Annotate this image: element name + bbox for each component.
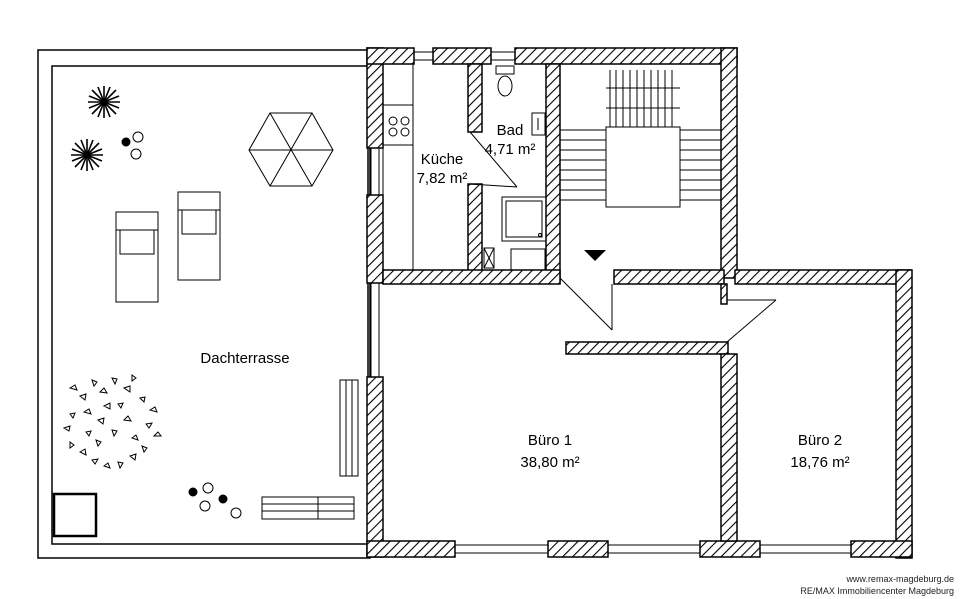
- windows: [370, 51, 851, 554]
- room-bad: Bad 4,71 m²: [472, 121, 548, 159]
- room-name: Dachterrasse: [200, 350, 290, 367]
- doors: [469, 131, 777, 343]
- footer-url: www.remax-magdeburg.de: [846, 574, 954, 584]
- room-buero1: Büro 1 38,80 m²: [500, 431, 600, 472]
- toilet-icon: [495, 65, 515, 97]
- bench-icon: [261, 379, 359, 520]
- terrace-outline: [37, 49, 371, 559]
- room-kueche: Küche 7,82 m²: [402, 150, 482, 188]
- staircase-icon: [559, 70, 722, 208]
- room-area: 38,80 m²: [520, 454, 580, 471]
- planter-pots: [121, 131, 242, 519]
- room-name: Büro 1: [527, 432, 573, 449]
- sink-icon: [531, 112, 546, 136]
- walls: [366, 47, 913, 559]
- stove-icon: [388, 116, 410, 137]
- room-area: 18,76 m²: [790, 454, 850, 471]
- washing-machine: [483, 247, 546, 271]
- room-name: Küche: [420, 151, 464, 168]
- parasol-icon: [248, 112, 334, 187]
- footer-company: RE/MAX Immobiliencenter Magdeburg: [800, 586, 954, 596]
- stair-direction-arrow: [584, 250, 606, 261]
- room-name: Büro 2: [797, 432, 843, 449]
- plant-icon: [71, 86, 120, 171]
- room-buero2: Büro 2 18,76 m²: [770, 431, 870, 472]
- room-area: 4,71 m²: [484, 141, 536, 158]
- planter-icon: [52, 492, 98, 538]
- room-dachterrasse: Dachterrasse: [180, 349, 310, 368]
- room-area: 7,82 m²: [416, 170, 468, 187]
- sun-lounger-icon: [115, 191, 221, 303]
- kitchen-counter: [382, 63, 414, 271]
- shrub-icon: [62, 374, 162, 470]
- shower-icon: [501, 196, 547, 242]
- room-name: Bad: [496, 122, 524, 139]
